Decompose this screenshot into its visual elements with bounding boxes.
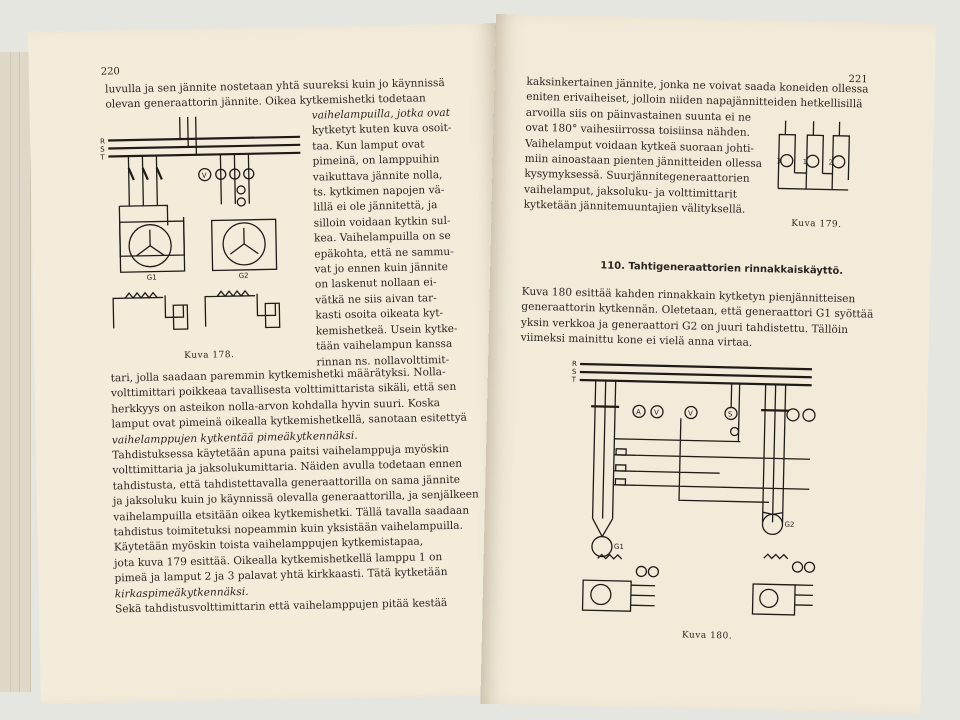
- label-g2: G2: [784, 521, 794, 529]
- right-page: 221 kaksinkertainen jännite, jonka ne vo…: [480, 14, 936, 714]
- label-r: R: [572, 360, 577, 368]
- lamp-2-label: 2: [829, 159, 834, 167]
- figure-179-diagram: 3 1 2: [777, 120, 850, 191]
- left-bottom-text: tari, jolla saadaan paremmin kytkemishet…: [111, 364, 482, 617]
- label-t: T: [571, 376, 577, 384]
- figure-178-diagram: R S T G1 V G2: [99, 116, 301, 330]
- section-heading: 110. Tahtigeneraattorien rinnakkaiskäytt…: [600, 260, 844, 277]
- label-g1: G1: [147, 274, 157, 282]
- label-v: V: [202, 172, 207, 180]
- figure-180-caption: Kuva 180.: [681, 630, 733, 642]
- lamp-1-label: 1: [803, 158, 808, 166]
- page-number: 220: [100, 66, 120, 78]
- label-s: S: [100, 146, 105, 154]
- label-g2: G2: [239, 272, 249, 280]
- figure-178-caption: Kuva 178.: [184, 350, 235, 362]
- switch-s: S: [728, 410, 733, 418]
- ammeter-a: A: [636, 408, 641, 416]
- voltmeter-v: V: [688, 409, 693, 417]
- figure-179-caption: Kuva 179.: [791, 218, 842, 230]
- page-edges: [0, 52, 31, 692]
- left-page: 220 luvulla ja sen jännite nostetaan yht…: [28, 23, 509, 704]
- text-line: kytketyt kuten kuva osoit-: [311, 122, 452, 137]
- label-t: T: [99, 154, 105, 162]
- lamp-3-label: 3: [777, 157, 782, 165]
- left-side-text: vaihelampuilla, jotka ovat kytketyt kute…: [312, 106, 459, 371]
- voltmeter-v: V: [654, 409, 659, 417]
- figure-180-diagram: R S T A V V S G1 G2: [571, 360, 816, 616]
- right-body-text: Kuva 180 esittää kahden rinnakkain kytke…: [520, 285, 874, 355]
- label-r: R: [100, 138, 105, 146]
- label-s: S: [572, 368, 577, 376]
- label-g1: G1: [614, 543, 624, 551]
